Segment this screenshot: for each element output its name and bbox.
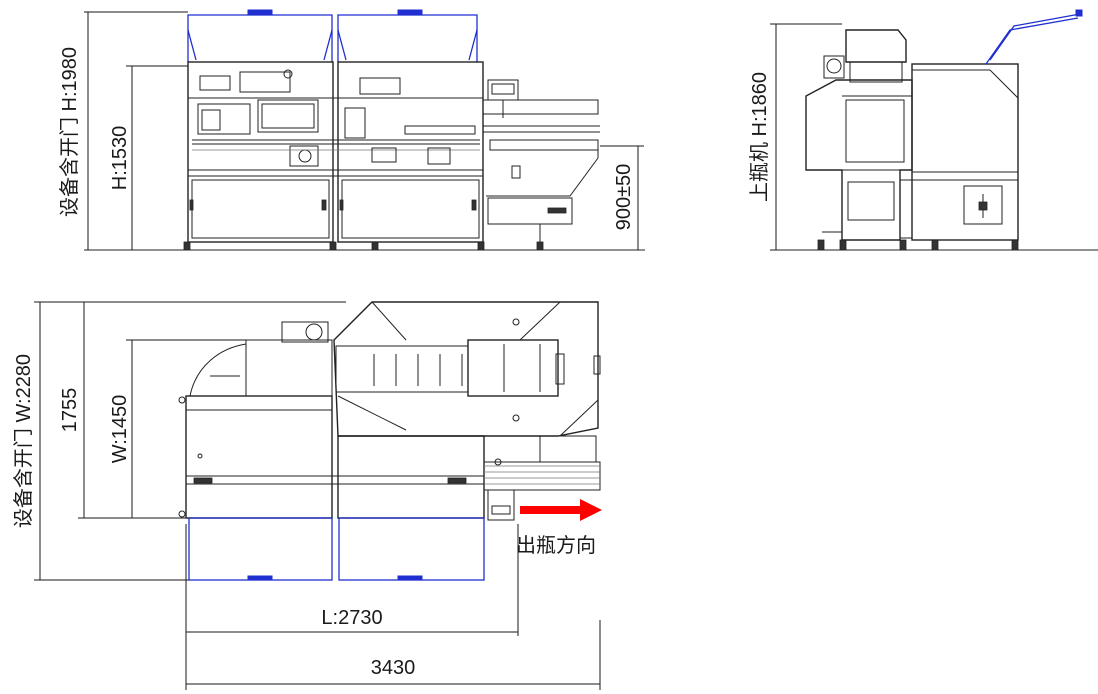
front-cabinet: [187, 61, 484, 243]
front-view: 设备含开门 H:1980 H:1530 900±50: [58, 9, 645, 251]
conveyor-height-label: 900±50: [613, 164, 635, 231]
outfeed-direction-label: 出瓶方向: [516, 534, 596, 557]
front-height-label: H:1530: [109, 126, 131, 191]
top-total-width-label: 1755: [59, 388, 81, 433]
top-body: [178, 395, 485, 581]
side-machine: [899, 9, 1083, 251]
front-door-height-label: 设备含开门 H:1980: [58, 47, 81, 217]
top-door-width-label: 设备含开门 W:2280: [12, 354, 35, 528]
side-height-label: 上瓶机 H:1860: [748, 72, 771, 202]
top-hopper: [333, 301, 601, 437]
outfeed-arrow: [520, 499, 602, 521]
front-legs: [183, 241, 544, 251]
top-motor: [189, 321, 333, 397]
top-view: 设备含开门 W:2280 1755 W:1450: [12, 301, 602, 690]
length-total-label: 3430: [371, 657, 416, 679]
top-width-label: W:1450: [109, 395, 131, 464]
front-open-doors: [187, 9, 478, 62]
side-view: 上瓶机 H:1860: [748, 9, 1098, 251]
length-body-label: L:2730: [321, 607, 382, 629]
top-conveyor: [483, 435, 601, 521]
side-hopper: [805, 29, 913, 251]
front-conveyor: [482, 79, 600, 244]
